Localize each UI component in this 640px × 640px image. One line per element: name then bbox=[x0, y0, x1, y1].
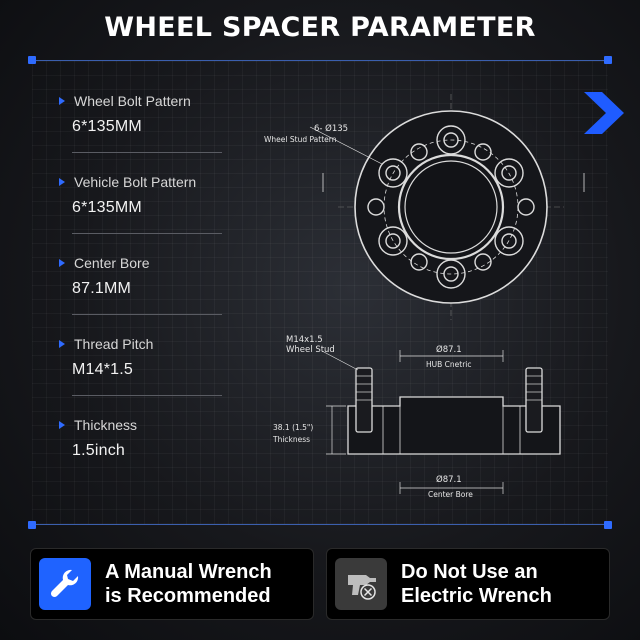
corner-dot bbox=[604, 521, 612, 529]
manual-wrench-card: A Manual Wrench is Recommended bbox=[30, 548, 314, 620]
pcd-sublabel: Wheel Stud Pattern bbox=[264, 135, 337, 144]
spec-item: Thread Pitch M14*1.5 bbox=[56, 333, 226, 414]
bullet-icon bbox=[59, 178, 65, 186]
divider bbox=[72, 152, 222, 153]
spec-value: 6*135MM bbox=[72, 118, 142, 135]
top-view bbox=[309, 94, 585, 320]
bullet-icon bbox=[59, 97, 65, 105]
spec-value: M14*1.5 bbox=[72, 361, 133, 378]
bullet-icon bbox=[59, 340, 65, 348]
page-title: WHEEL SPACER PARAMETER bbox=[104, 12, 536, 43]
corner-dot bbox=[28, 56, 36, 64]
card-line: Electric Wrench bbox=[401, 585, 552, 607]
side-view bbox=[321, 350, 561, 494]
spacer-diagram: 6- Ø135 Wheel Stud Pattern M14x1.5 Wheel… bbox=[264, 94, 585, 499]
bore-dimension: Ø87.1 bbox=[436, 474, 462, 485]
spec-label: Thickness bbox=[74, 417, 138, 433]
thickness-dimension: 38.1 (1.5") bbox=[273, 423, 313, 432]
hub-sublabel: HUB Cnetric bbox=[426, 360, 472, 369]
spec-label: Vehicle Bolt Pattern bbox=[74, 174, 197, 190]
spec-list: Wheel Bolt Pattern 6*135MM Vehicle Bolt … bbox=[56, 90, 226, 495]
divider bbox=[72, 395, 222, 396]
spec-item: Thickness 1.5inch bbox=[56, 414, 226, 495]
no-drill-icon bbox=[335, 558, 387, 610]
wrench-icon bbox=[39, 558, 91, 610]
card-line: A Manual Wrench bbox=[105, 561, 272, 583]
spec-label: Wheel Bolt Pattern bbox=[74, 93, 191, 109]
divider bbox=[72, 314, 222, 315]
bore-sublabel: Center Bore bbox=[428, 490, 473, 499]
chevron-right-icon bbox=[584, 92, 624, 134]
corner-dot bbox=[28, 521, 36, 529]
stud-sublabel: Wheel Stud bbox=[286, 345, 335, 355]
bullet-icon bbox=[59, 259, 65, 267]
hub-dimension: Ø87.1 bbox=[436, 344, 462, 355]
thickness-sublabel: Thickness bbox=[272, 435, 310, 444]
stud-label: M14x1.5 bbox=[286, 335, 323, 345]
pcd-label: 6- Ø135 bbox=[314, 123, 348, 134]
spec-value: 6*135MM bbox=[72, 199, 142, 216]
spec-value: 87.1MM bbox=[72, 280, 131, 297]
card-line: Do Not Use an bbox=[401, 561, 538, 583]
divider bbox=[72, 233, 222, 234]
spec-item: Wheel Bolt Pattern 6*135MM bbox=[56, 90, 226, 171]
spec-item: Vehicle Bolt Pattern 6*135MM bbox=[56, 171, 226, 252]
corner-dot bbox=[604, 56, 612, 64]
bullet-icon bbox=[59, 421, 65, 429]
no-electric-wrench-card: Do Not Use an Electric Wrench bbox=[326, 548, 610, 620]
spec-label: Center Bore bbox=[74, 255, 150, 271]
spec-label: Thread Pitch bbox=[74, 336, 154, 352]
spec-item: Center Bore 87.1MM bbox=[56, 252, 226, 333]
card-line: is Recommended bbox=[105, 585, 271, 607]
spec-value: 1.5inch bbox=[72, 442, 125, 459]
